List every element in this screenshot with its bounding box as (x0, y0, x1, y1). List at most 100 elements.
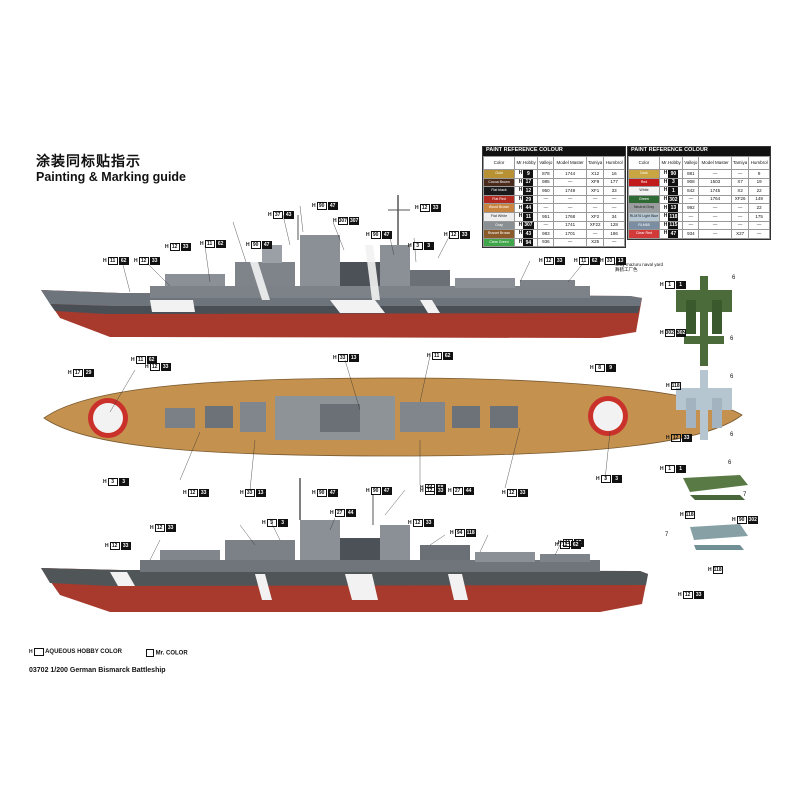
title-chinese: 涂装同标贴指示 (36, 154, 141, 170)
column-header: Tamiya (730, 156, 750, 170)
paint-code-humbrol: — (748, 229, 770, 239)
paint-reference-title: PAINT REFERENCE COLOUR (483, 147, 625, 156)
legend-mr-label: Mr. COLOR (155, 650, 188, 657)
hobby-code: 43 (523, 230, 534, 238)
paint-swatch: Gold (484, 170, 514, 178)
column-header: Tamiya (585, 156, 605, 170)
arado-floatplane-side-1 (683, 475, 748, 500)
arado-floatplane-top-green (676, 276, 732, 366)
hobby-code: 115 (668, 222, 679, 229)
arado-floatplane-side-2 (690, 524, 748, 550)
paint-swatch: Neutral Gray (629, 204, 659, 212)
mr-color-icon (146, 649, 154, 657)
hobby-code: 11 (523, 213, 534, 221)
paint-swatch: Clear Green (484, 239, 514, 246)
paint-swatch: Cocoa Brown (484, 179, 514, 186)
arado-floatplane-bottom-blue (676, 370, 732, 440)
naval-yard-note-en: Gray mazuru naval yard (615, 262, 664, 267)
paint-swatch: Flat White (484, 213, 514, 221)
paint-swatch: Dark (629, 170, 659, 178)
column-header: Model Master (698, 156, 732, 170)
paint-swatch: Green (629, 196, 659, 203)
decal-number: 6 (730, 374, 734, 380)
naval-yard-note: Gray mazuru naval yard 舞鹤工厂色 (615, 262, 663, 272)
hobby-code: 94 (523, 239, 534, 246)
paint-code-humbrol: — (603, 237, 625, 248)
decal-number: 6 (728, 460, 732, 466)
paint-code-tamiya: X27 (730, 229, 750, 239)
paint-swatch: Gray (484, 222, 514, 229)
paint-code-tamiya: X25 (585, 237, 605, 248)
hobby-code: 3 (668, 179, 679, 186)
hobby-code: 47 (668, 230, 679, 238)
paint-code-vallejo: 934 (682, 229, 700, 239)
paint-swatch: Flat Red (484, 196, 514, 203)
column-header: Vallejo (537, 156, 555, 170)
hobby-code: 44 (523, 204, 534, 212)
hobby-code: 90 (668, 170, 679, 178)
decal-number: 6 (732, 275, 736, 281)
hobby-code: 302 (668, 196, 679, 203)
paint-swatch: Flat black (484, 187, 514, 195)
ship-side-profile-starboard (41, 195, 642, 338)
decal-number: 6 (730, 336, 734, 342)
column-header: Vallejo (682, 156, 700, 170)
paint-swatch: White (629, 187, 659, 195)
hobby-code: 9 (523, 170, 534, 178)
paint-swatch: Clear Red (629, 230, 659, 238)
paint-swatch: Red (629, 179, 659, 186)
column-header: Humbrol (748, 156, 770, 170)
naval-yard-note-cn: 舞鹤工厂色 (615, 267, 638, 273)
hobby-code: 118 (668, 213, 679, 221)
paint-swatch: RLM65 (629, 222, 659, 229)
decal-number: 6 (730, 432, 734, 438)
hobby-code: 13 (668, 204, 679, 212)
